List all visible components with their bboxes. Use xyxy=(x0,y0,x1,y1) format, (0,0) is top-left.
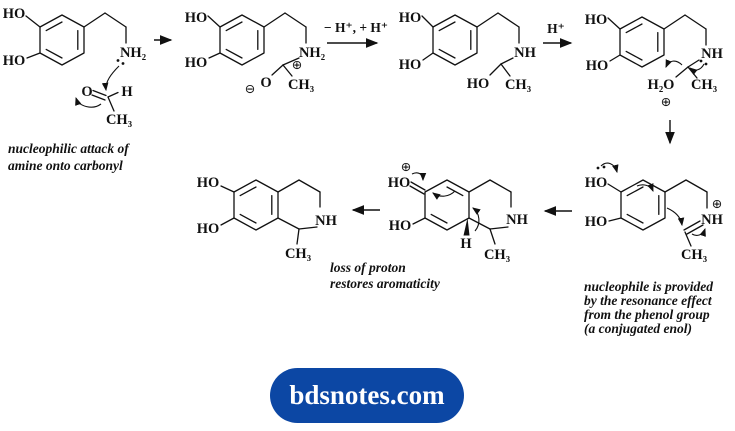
acetaldehyde-bonds xyxy=(91,89,119,112)
label-nh2-plus: NH₂ xyxy=(299,45,325,61)
reaction-arrow-label: − H⁺, + H⁺ xyxy=(324,20,388,35)
label-ho-bottom: HO xyxy=(389,218,412,234)
label-carbonyl-o: O xyxy=(81,84,92,100)
label-ch3: CH₃ xyxy=(691,77,718,93)
label-ho-top: HO xyxy=(388,175,411,191)
caption-line: amine onto carbonyl xyxy=(8,158,123,173)
structure-cyclized: ⊕ HO HO NH H CH₃ xyxy=(388,159,529,263)
curved-arrow-ch-to-ring xyxy=(472,207,481,232)
logo-pill[interactable] xyxy=(270,368,464,423)
label-ho-bottom: HO xyxy=(586,58,609,74)
carbinolamine-bonds xyxy=(421,12,520,77)
curved-arrow-carbonyl-to-o xyxy=(75,96,102,108)
label-ch3: CH₃ xyxy=(106,112,133,128)
iminium-bonds xyxy=(607,179,708,247)
label-nh: NH xyxy=(514,45,536,61)
curved-arrow-cn-to-n xyxy=(691,227,706,237)
caption-line: by the resonance effect xyxy=(584,293,713,308)
lone-pair-dot xyxy=(699,59,703,63)
curved-arrow-ring-resonance xyxy=(636,183,654,193)
label-aldehyde-h: H xyxy=(121,84,133,100)
label-ho-bottom: HO xyxy=(399,57,422,73)
label-oh: HO xyxy=(467,76,490,92)
reaction-arrow-label: H⁺ xyxy=(547,21,565,36)
label-ch3: CH₃ xyxy=(681,247,708,263)
plus-charge-icon: ⊕ xyxy=(712,196,722,211)
lone-pair-dot xyxy=(116,59,120,62)
lone-pair-dot xyxy=(704,62,708,66)
caption-line: (a conjugated enol) xyxy=(584,321,692,336)
structure-dopamine: HO HO NH₂ xyxy=(3,6,146,69)
curved-arrow-n-lone-pair xyxy=(689,63,705,76)
label-ho-top: HO xyxy=(585,12,608,28)
caption-resonance: nucleophile is provided by the resonance… xyxy=(584,279,713,336)
label-ring-h: H xyxy=(460,236,472,252)
lone-pair-dot xyxy=(602,165,606,169)
label-nh: NH xyxy=(701,46,723,62)
caption-line: from the phenol group xyxy=(584,307,710,322)
label-ho-bottom: HO xyxy=(3,53,26,69)
label-h2o: H₂O xyxy=(648,77,675,93)
label-ho-top: HO xyxy=(185,10,208,26)
caption-line: nucleophilic attack of xyxy=(8,141,130,156)
bold-wedge-h xyxy=(463,218,470,236)
label-ho-top: HO xyxy=(197,175,220,191)
minus-charge-icon: ⊖ xyxy=(245,81,255,96)
curved-arrow-ring-to-iminium xyxy=(666,207,685,227)
caption-line: loss of proton xyxy=(330,260,406,275)
label-ho-top: HO xyxy=(399,10,422,26)
lone-pair-dot xyxy=(121,62,125,65)
logo-text[interactable]: bdsnotes.com xyxy=(289,380,445,410)
curved-arrow-amine-attack xyxy=(101,65,120,92)
label-alkoxide-o: O xyxy=(260,75,271,91)
caption-line: nucleophile is provided xyxy=(584,279,713,294)
structure-acetaldehyde: O H CH₃ xyxy=(75,65,133,128)
plus-charge-icon: ⊕ xyxy=(292,57,302,72)
structure-oxocarbenium: HO HO NH H₂O ⊕ CH₃ xyxy=(585,12,724,109)
dopamine-bonds xyxy=(25,12,127,66)
plus-charge-icon: ⊕ xyxy=(661,94,671,109)
plus-charge-icon: ⊕ xyxy=(401,159,411,174)
label-nh: NH xyxy=(315,213,337,229)
cyclized-bonds xyxy=(409,179,512,245)
caption-aromaticity: loss of proton restores aromaticity xyxy=(330,260,441,291)
caption-line: restores aromaticity xyxy=(330,276,441,291)
structure-carbinolamine: HO HO NH HO CH₃ xyxy=(399,10,537,93)
curved-arrow-to-oxygen xyxy=(411,172,427,182)
product-bonds xyxy=(220,179,321,245)
lone-pair-dot xyxy=(596,166,600,170)
structure-zwitterion: HO HO NH₂ ⊕ O ⊖ CH₃ xyxy=(185,10,325,96)
label-ch3: CH₃ xyxy=(288,77,315,93)
structure-product: HO HO NH CH₃ xyxy=(197,175,338,262)
label-ho-bottom: HO xyxy=(197,221,220,237)
curved-arrow-water-leaves xyxy=(665,59,683,69)
label-ho-bottom: HO xyxy=(585,214,608,230)
reaction-arrow-step2: − H⁺, + H⁺ xyxy=(324,20,388,48)
label-ho-top: HO xyxy=(3,6,26,22)
structure-iminium: HO HO NH ⊕ CH₃ xyxy=(585,162,724,263)
label-nh2: NH₂ xyxy=(120,45,146,61)
logo-badge[interactable]: bdsnotes.com xyxy=(270,368,464,423)
curved-arrow-phenol-oh xyxy=(600,162,619,174)
label-ch3: CH₃ xyxy=(505,77,532,93)
caption-nucleophilic-attack: nucleophilic attack of amine onto carbon… xyxy=(8,141,130,173)
label-ch3: CH₃ xyxy=(285,246,312,262)
label-ho-top: HO xyxy=(585,175,608,191)
curved-arrow-ring-shift xyxy=(432,190,456,200)
label-nh: NH xyxy=(506,212,528,228)
reaction-arrow-step3: H⁺ xyxy=(543,21,573,48)
label-ch3: CH₃ xyxy=(484,247,511,263)
label-nh-plus: NH xyxy=(701,212,723,228)
zwitterion-bonds xyxy=(207,12,307,77)
label-ho-bottom: HO xyxy=(185,55,208,71)
